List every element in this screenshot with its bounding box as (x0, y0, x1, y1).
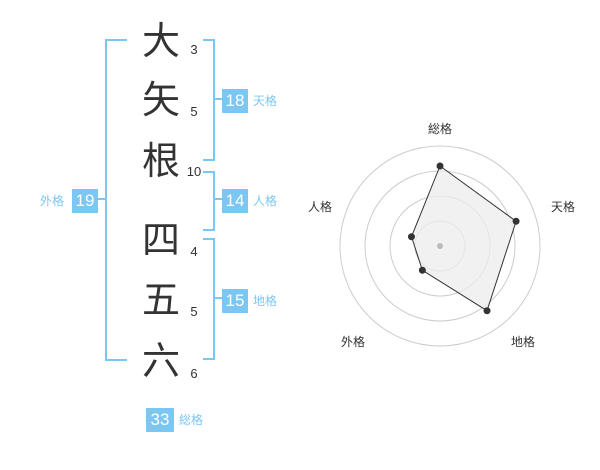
radar-point-4 (407, 233, 415, 241)
tenkaku-badge: 18 (222, 89, 248, 113)
soukaku-label: 総格 (179, 413, 204, 427)
given-char-1: 四 (141, 218, 180, 262)
surname-strokes-2: 5 (190, 104, 198, 119)
given-char-3: 六 (141, 339, 180, 383)
soukaku-badge: 33 (146, 408, 174, 432)
chikaku-bracket (203, 238, 215, 360)
surname-char-2: 矢 (141, 78, 180, 122)
gaikaku-badge: 19 (72, 189, 98, 213)
radar-shape (410, 165, 517, 312)
chikaku-label: 地格 (253, 294, 278, 308)
given-strokes-3: 6 (190, 366, 198, 381)
radar-axis-label-chikaku: 地格 (511, 334, 535, 349)
radar-center-dot (437, 243, 443, 249)
jinkaku-badge: 14 (222, 189, 248, 213)
radar-point-3 (418, 266, 426, 274)
given-char-2: 五 (141, 278, 180, 322)
jinkaku-label: 人格 (253, 194, 278, 208)
surname-char-3: 根 (141, 139, 180, 183)
chikaku-bracket-tick (213, 297, 222, 299)
radar-axis-label-jinkaku: 人格 (308, 199, 332, 214)
fortune-radar-chart: 総格 天格 地格 外格 人格 (308, 121, 575, 349)
gaikaku-bracket-tick (97, 198, 105, 200)
jinkaku-bracket (203, 171, 215, 231)
radar-ring (339, 145, 541, 347)
radar-point-1 (512, 217, 520, 225)
radar-point-2 (483, 307, 491, 315)
radar-axis-label-soukaku: 総格 (428, 121, 452, 136)
radar-axis-label-gaikaku: 外格 (341, 334, 365, 349)
surname-char-1: 大 (141, 19, 180, 63)
gaikaku-label: 外格 (40, 194, 65, 208)
tenkaku-bracket (203, 39, 215, 161)
gaikaku-bracket (105, 39, 127, 361)
given-strokes-2: 5 (190, 304, 198, 319)
jinkaku-bracket-tick (213, 198, 222, 200)
surname-strokes-1: 3 (190, 42, 198, 57)
surname-strokes-3: 10 (186, 164, 202, 179)
given-strokes-1: 4 (190, 244, 198, 259)
tenkaku-bracket-tick (213, 98, 222, 100)
tenkaku-label: 天格 (253, 94, 278, 108)
radar-axis-label-tenkaku: 天格 (551, 199, 575, 214)
chikaku-badge: 15 (222, 289, 248, 313)
radar-point-0 (436, 162, 444, 170)
